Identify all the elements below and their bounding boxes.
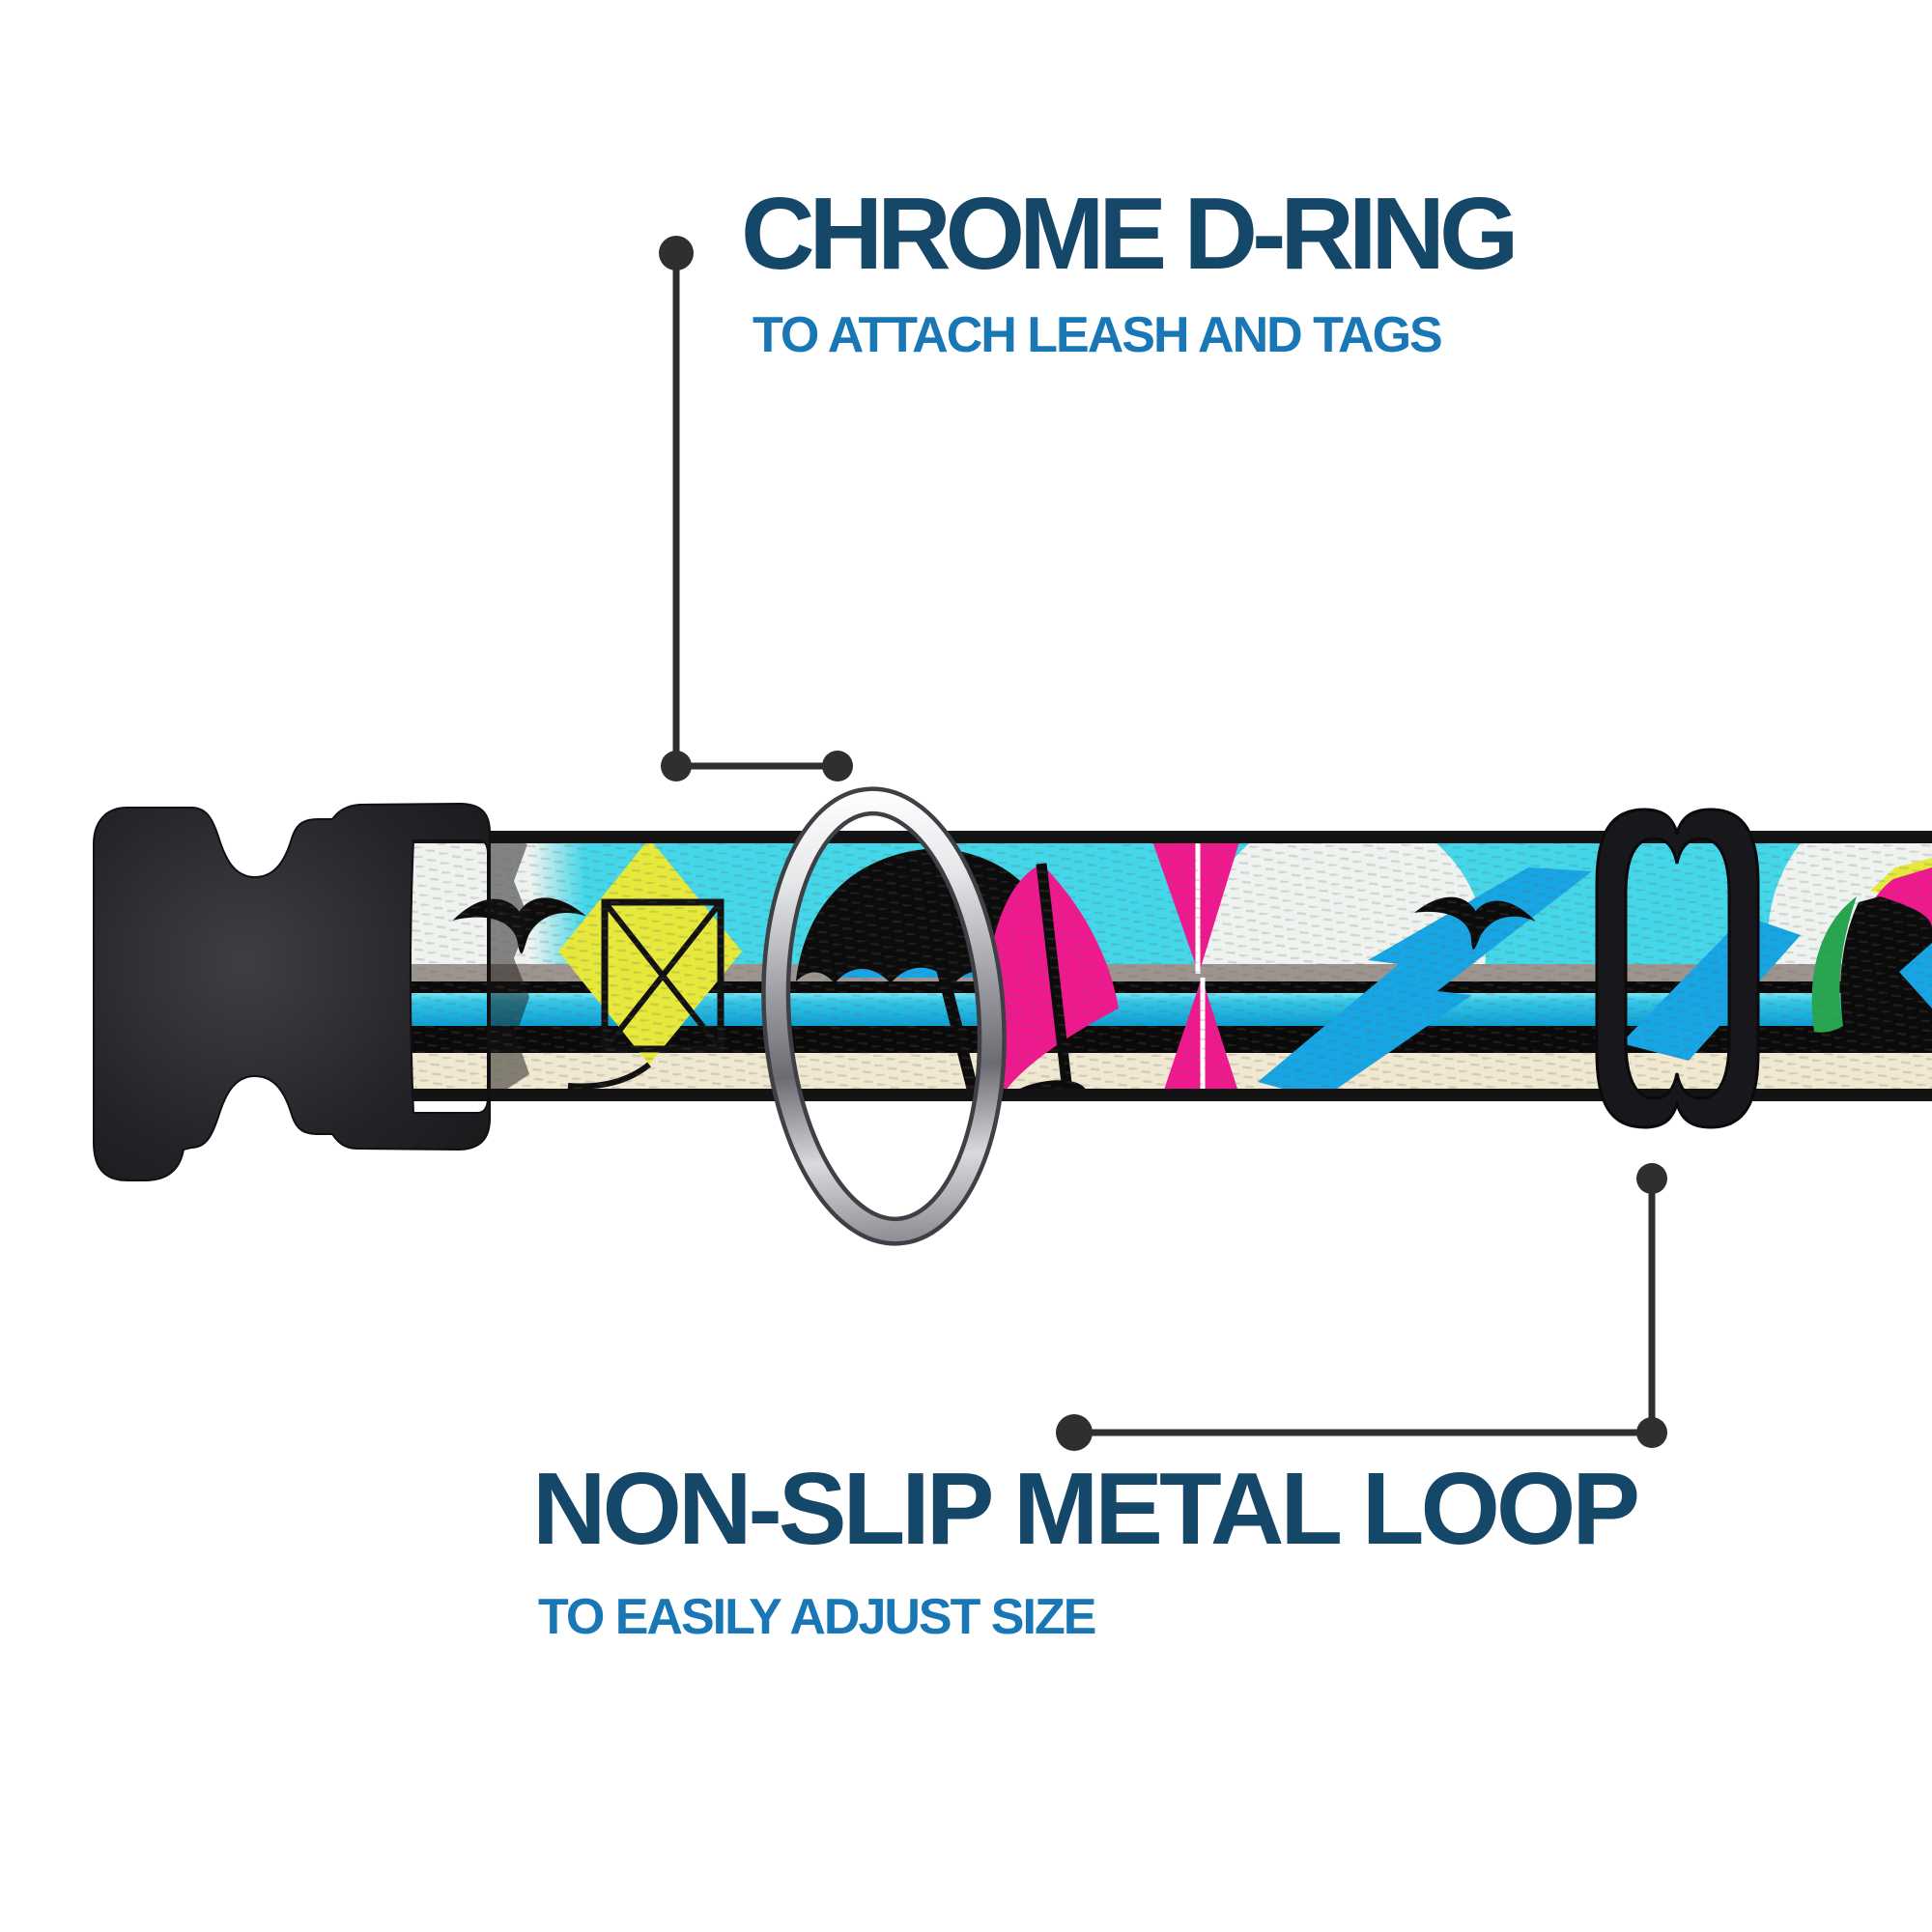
bottom-callout-title: NON-SLIP METAL LOOP (532, 1452, 1640, 1566)
buckle (93, 802, 491, 1181)
callout-top-label: CHROME D-RING TO ATTACH LEASH AND TAGS (741, 177, 1519, 363)
callout-dot (661, 751, 692, 781)
callout-dot (659, 236, 694, 270)
callout-dot (1056, 1414, 1093, 1451)
callout-top-connector (659, 236, 853, 781)
callout-dot (1636, 1163, 1667, 1194)
chrome-d-ring (761, 786, 1007, 1246)
metal-loop (1595, 808, 1760, 1129)
collar-webbing (406, 831, 1932, 1101)
callout-dot (1636, 1417, 1667, 1448)
callout-bottom-connector (1056, 1163, 1667, 1451)
callout-dot (822, 751, 853, 781)
callout-bottom-label: NON-SLIP METAL LOOP TO EASILY ADJUST SIZ… (532, 1452, 1640, 1645)
top-callout-subtitle: TO ATTACH LEASH AND TAGS (753, 307, 1443, 363)
bottom-callout-subtitle: TO EASILY ADJUST SIZE (538, 1589, 1096, 1645)
top-selvage (406, 831, 1932, 843)
top-callout-title: CHROME D-RING (741, 177, 1519, 291)
weave-texture (406, 831, 1932, 1101)
